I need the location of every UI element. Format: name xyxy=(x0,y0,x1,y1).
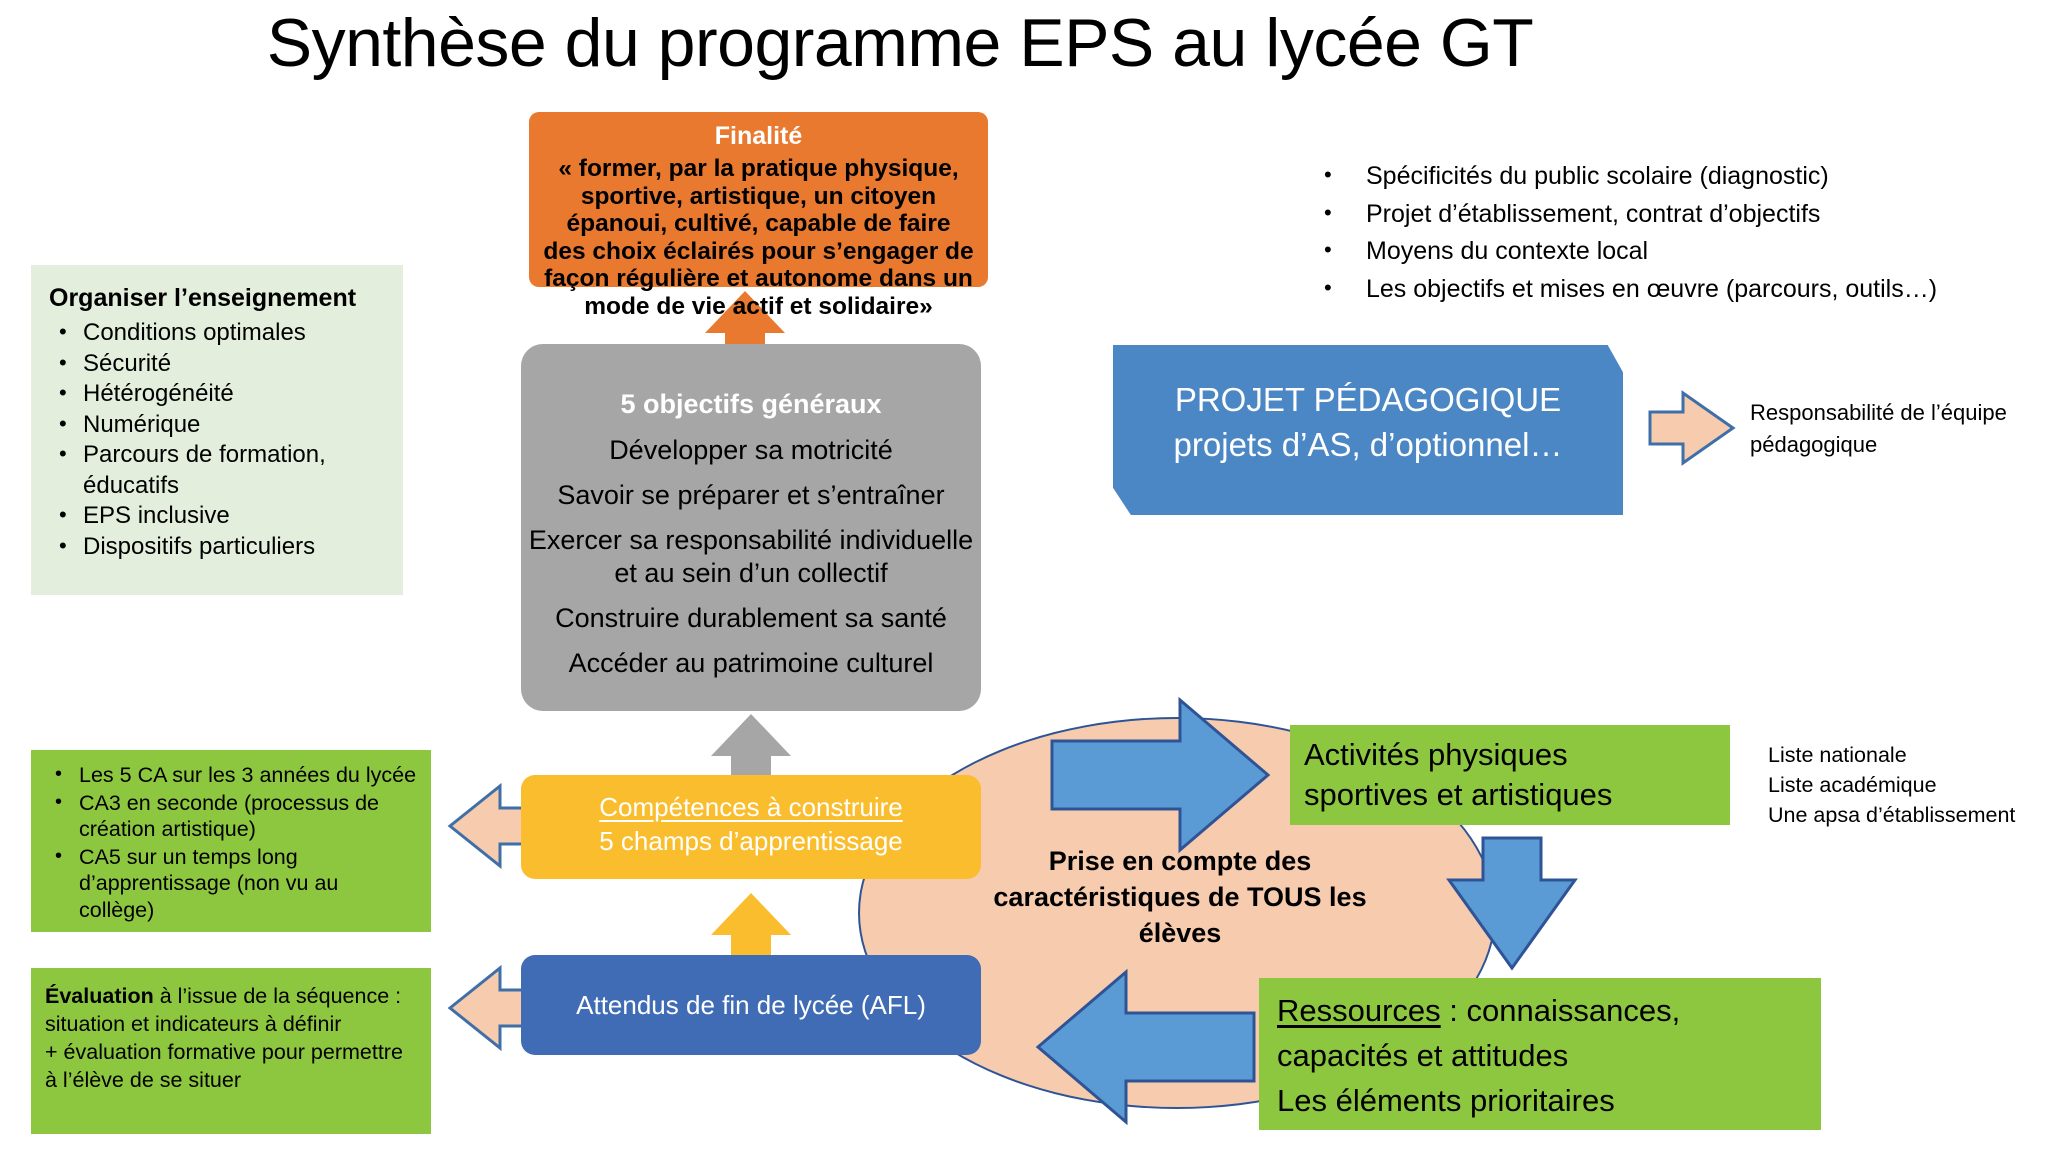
champs-apprentissage-box: Les 5 CA sur les 3 années du lycée CA3 e… xyxy=(31,750,431,932)
objectif-item: Accéder au patrimoine culturel xyxy=(568,648,934,678)
liste-academique: Liste académique xyxy=(1768,773,1937,797)
apsa-line1: Activités physiques xyxy=(1304,737,1568,772)
list-item: Projet d’établissement, contrat d’object… xyxy=(1312,194,2032,234)
arrow-right-blue-apsa xyxy=(1050,696,1271,854)
apsa-box: Activités physiques sportives et artisti… xyxy=(1290,725,1730,825)
evaluation-line2: + évaluation formative pour permettre à … xyxy=(45,1040,403,1092)
objectif-item: Développer sa motricité xyxy=(609,435,893,465)
liste-etablissement: Une apsa d’établissement xyxy=(1768,803,2016,827)
organiser-enseignement-box: Organiser l’enseignement Conditions opti… xyxy=(31,265,403,595)
projet-line2: projets d’AS, d’optionnel… xyxy=(1173,426,1563,463)
attendus-label: Attendus de fin de lycée (AFL) xyxy=(576,989,926,1020)
list-item: Numérique xyxy=(49,409,385,441)
evaluation-line1: Évaluation à l’issue de la séquence : si… xyxy=(45,982,417,1038)
ressources-line2: capacités et attitudes xyxy=(1277,1038,1569,1073)
list-item: Sécurité xyxy=(49,348,385,380)
list-item: Hétérogénéité xyxy=(49,378,385,410)
arrow-right-peach-resp xyxy=(1648,390,1736,466)
list-item: Les objectifs et mises en œuvre (parcour… xyxy=(1312,269,2032,309)
ressources-box: Ressources : connaissances, capacités et… xyxy=(1259,978,1821,1130)
objectifs-box: 5 objectifs généraux Développer sa motri… xyxy=(521,344,981,711)
arrow-left-blue-ressources xyxy=(1035,968,1256,1126)
objectif-item: Construire durablement sa santé xyxy=(555,603,947,633)
finalite-heading: Finalité xyxy=(714,122,803,150)
list-item: EPS inclusive xyxy=(49,500,385,532)
objectifs-heading: 5 objectifs généraux xyxy=(620,389,882,419)
finalite-box: Finalité « former, par la pratique physi… xyxy=(529,112,988,320)
organiser-list: Conditions optimales Sécurité Hétérogéné… xyxy=(49,317,385,563)
ressources-line1: Ressources : connaissances, xyxy=(1277,988,1803,1033)
list-item-cont: éducatifs xyxy=(83,471,180,499)
list-item: Conditions optimales xyxy=(49,317,385,349)
attendus-box: Attendus de fin de lycée (AFL) xyxy=(521,955,981,1055)
arrow-up-orange xyxy=(705,291,785,360)
ressources-rest: : connaissances, xyxy=(1440,993,1681,1028)
liste-nationale: Liste nationale xyxy=(1768,743,1907,767)
evaluation-bold: Évaluation xyxy=(45,984,154,1008)
list-item: Les 5 CA sur les 3 années du lycée xyxy=(45,761,417,789)
competences-subheading: 5 champs d’apprentissage xyxy=(599,826,903,856)
apsa-line2: sportives et artistiques xyxy=(1304,777,1613,812)
projet-line1: PROJET PÉDAGOGIQUE xyxy=(1174,381,1562,418)
evaluation-rest: à l’issue de la séquence : situation et … xyxy=(45,984,402,1036)
ressources-line3: Les éléments prioritaires xyxy=(1277,1083,1615,1118)
page-title: Synthèse du programme EPS au lycée GT xyxy=(266,5,1534,81)
arrow-up-gray xyxy=(711,714,791,783)
finalite-body: « former, par la pratique physique, spor… xyxy=(543,155,974,320)
ca-list: Les 5 CA sur les 3 années du lycée CA3 e… xyxy=(45,761,417,924)
organiser-heading: Organiser l’enseignement xyxy=(49,284,357,312)
arrow-up-yellow xyxy=(711,893,791,962)
list-item: Parcours de formation, xyxy=(49,439,385,471)
list-item: CA3 en seconde (processus de création ar… xyxy=(45,789,417,843)
listes-text: Liste nationale Liste académique Une aps… xyxy=(1768,740,2056,830)
ressources-underlined: Ressources xyxy=(1277,993,1441,1028)
list-item: CA5 sur un temps long d’apprentissage (n… xyxy=(45,843,417,924)
list-item: Moyens du contexte local xyxy=(1312,231,2032,271)
contexte-list: Spécificités du public scolaire (diagnos… xyxy=(1312,156,2032,309)
list-item: Spécificités du public scolaire (diagnos… xyxy=(1312,156,2032,196)
arrow-down-blue-ressources xyxy=(1446,836,1578,971)
objectif-item: Exercer sa responsabilité individuelle e… xyxy=(528,525,974,588)
responsabilite-equipe-text: Responsabilité de l’équipe pédagogique xyxy=(1750,400,2007,457)
list-item: Dispositifs particuliers xyxy=(49,531,385,563)
ellipse-label: Prise en compte des caractéristiques de … xyxy=(993,846,1367,948)
projet-pedagogique-box: PROJET PÉDAGOGIQUE projets d’AS, d’optio… xyxy=(1113,345,1623,515)
evaluation-box: Évaluation à l’issue de la séquence : si… xyxy=(31,968,431,1134)
competences-box: Compétences à construire 5 champs d’appr… xyxy=(521,775,981,879)
competences-heading: Compétences à construire xyxy=(599,792,903,822)
objectif-item: Savoir se préparer et s’entraîner xyxy=(557,480,945,510)
